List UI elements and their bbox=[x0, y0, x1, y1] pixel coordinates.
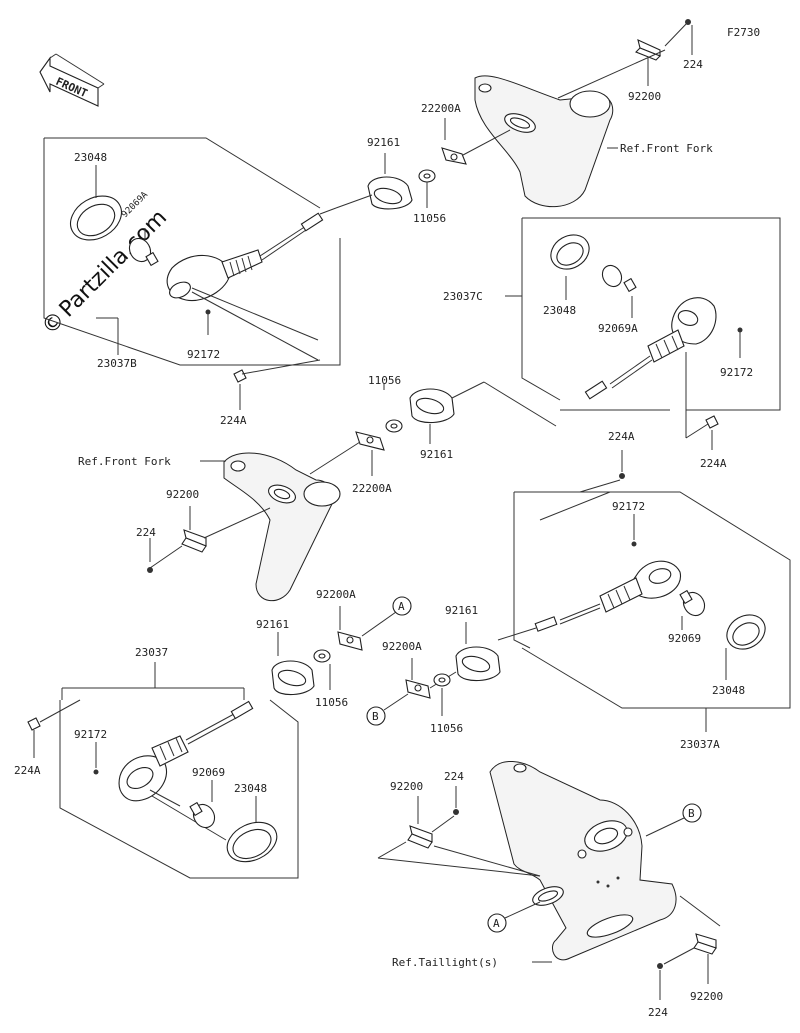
part-label: 92200A bbox=[382, 640, 422, 653]
part-label: 11056 bbox=[413, 212, 446, 225]
callout-a-lower bbox=[487, 913, 507, 933]
part-label: 23037 bbox=[135, 646, 168, 659]
part-label: 92069 bbox=[192, 766, 225, 779]
part-label: 23037B bbox=[97, 357, 137, 370]
part-label: 92161 bbox=[445, 604, 478, 617]
part-label: 92200 bbox=[390, 780, 423, 793]
taillight-bracket bbox=[489, 761, 677, 961]
turn-signal-23037C bbox=[584, 297, 717, 400]
part-label: 224A bbox=[220, 414, 247, 427]
front-fork-bracket-middle bbox=[223, 452, 341, 601]
grommet-92161-top bbox=[367, 176, 413, 210]
figure-code: F2730 bbox=[727, 26, 760, 39]
part-label: 92069 bbox=[668, 632, 701, 645]
part-label: 92200 bbox=[166, 488, 199, 501]
part-label: 92172 bbox=[720, 366, 753, 379]
part-label: 23048 bbox=[74, 151, 107, 164]
part-label: 23048 bbox=[712, 684, 745, 697]
lens-23048-top-left bbox=[70, 195, 122, 241]
clip-92200-top bbox=[635, 39, 661, 61]
callout-b-middle bbox=[366, 706, 386, 726]
part-label: 92172 bbox=[74, 728, 107, 741]
part-label: 22200A bbox=[352, 482, 392, 495]
bulb-92069-lower-left bbox=[189, 801, 216, 829]
ref-taillight: Ref.Taillight(s) bbox=[392, 956, 498, 969]
part-label: 224A bbox=[700, 457, 727, 470]
ref-front-fork-upper: Ref.Front Fork bbox=[620, 142, 713, 155]
grommet-92161-lower-left bbox=[271, 660, 315, 696]
lens-23048-right-lower bbox=[726, 614, 766, 650]
grommet-92161-lower-right bbox=[455, 646, 501, 682]
ref-front-fork-middle: Ref.Front Fork bbox=[78, 455, 171, 468]
part-label: 22200A bbox=[421, 102, 461, 115]
part-label: 224 bbox=[648, 1006, 668, 1019]
front-fork-bracket-upper bbox=[474, 75, 614, 208]
part-label: 23037C bbox=[443, 290, 483, 303]
part-label: 92161 bbox=[367, 136, 400, 149]
part-label: 92069A bbox=[598, 322, 638, 335]
grommet-92161-middle bbox=[409, 388, 455, 424]
part-label: 224 bbox=[444, 770, 464, 783]
bulb-92069-right bbox=[679, 589, 706, 617]
part-label: 23037A bbox=[680, 738, 720, 751]
bulb-92069A-right bbox=[601, 264, 637, 293]
lens-23048-right bbox=[550, 234, 590, 270]
part-label: 224A bbox=[608, 430, 635, 443]
part-label: 11056 bbox=[315, 696, 348, 709]
callout-b-middle-label: B bbox=[372, 710, 379, 723]
part-label: 92172 bbox=[612, 500, 645, 513]
part-label: 92200A bbox=[316, 588, 356, 601]
callout-b-lower-label: B bbox=[688, 807, 695, 820]
part-label: 11056 bbox=[430, 722, 463, 735]
lens-23048-lower-left bbox=[226, 821, 278, 863]
turn-signal-23037B bbox=[166, 207, 337, 302]
part-label: 23048 bbox=[234, 782, 267, 795]
front-arrow-icon: FRONT bbox=[39, 53, 105, 107]
callout-a-middle bbox=[392, 596, 412, 616]
clip-92200-lower-middle bbox=[407, 825, 433, 849]
part-label: 224 bbox=[683, 58, 703, 71]
bulb-92069A-top-left bbox=[128, 237, 159, 267]
turn-signal-23037A bbox=[497, 560, 681, 641]
part-label: 92161 bbox=[420, 448, 453, 461]
callout-a-middle-label: A bbox=[398, 600, 405, 613]
part-label: 224A bbox=[14, 764, 41, 777]
part-label: 92161 bbox=[256, 618, 289, 631]
clip-92200-middle bbox=[181, 529, 207, 553]
clip-92200-bottom bbox=[693, 933, 717, 955]
callout-b-lower bbox=[682, 803, 702, 823]
turn-signal-23037 bbox=[118, 700, 254, 802]
part-label: 23048 bbox=[543, 304, 576, 317]
part-label: 11056 bbox=[368, 374, 401, 387]
part-label: 92200 bbox=[690, 990, 723, 1003]
callout-a-lower-label: A bbox=[493, 917, 500, 930]
part-label: 92200 bbox=[628, 90, 661, 103]
part-label: 92172 bbox=[187, 348, 220, 361]
part-label: 224 bbox=[136, 526, 156, 539]
